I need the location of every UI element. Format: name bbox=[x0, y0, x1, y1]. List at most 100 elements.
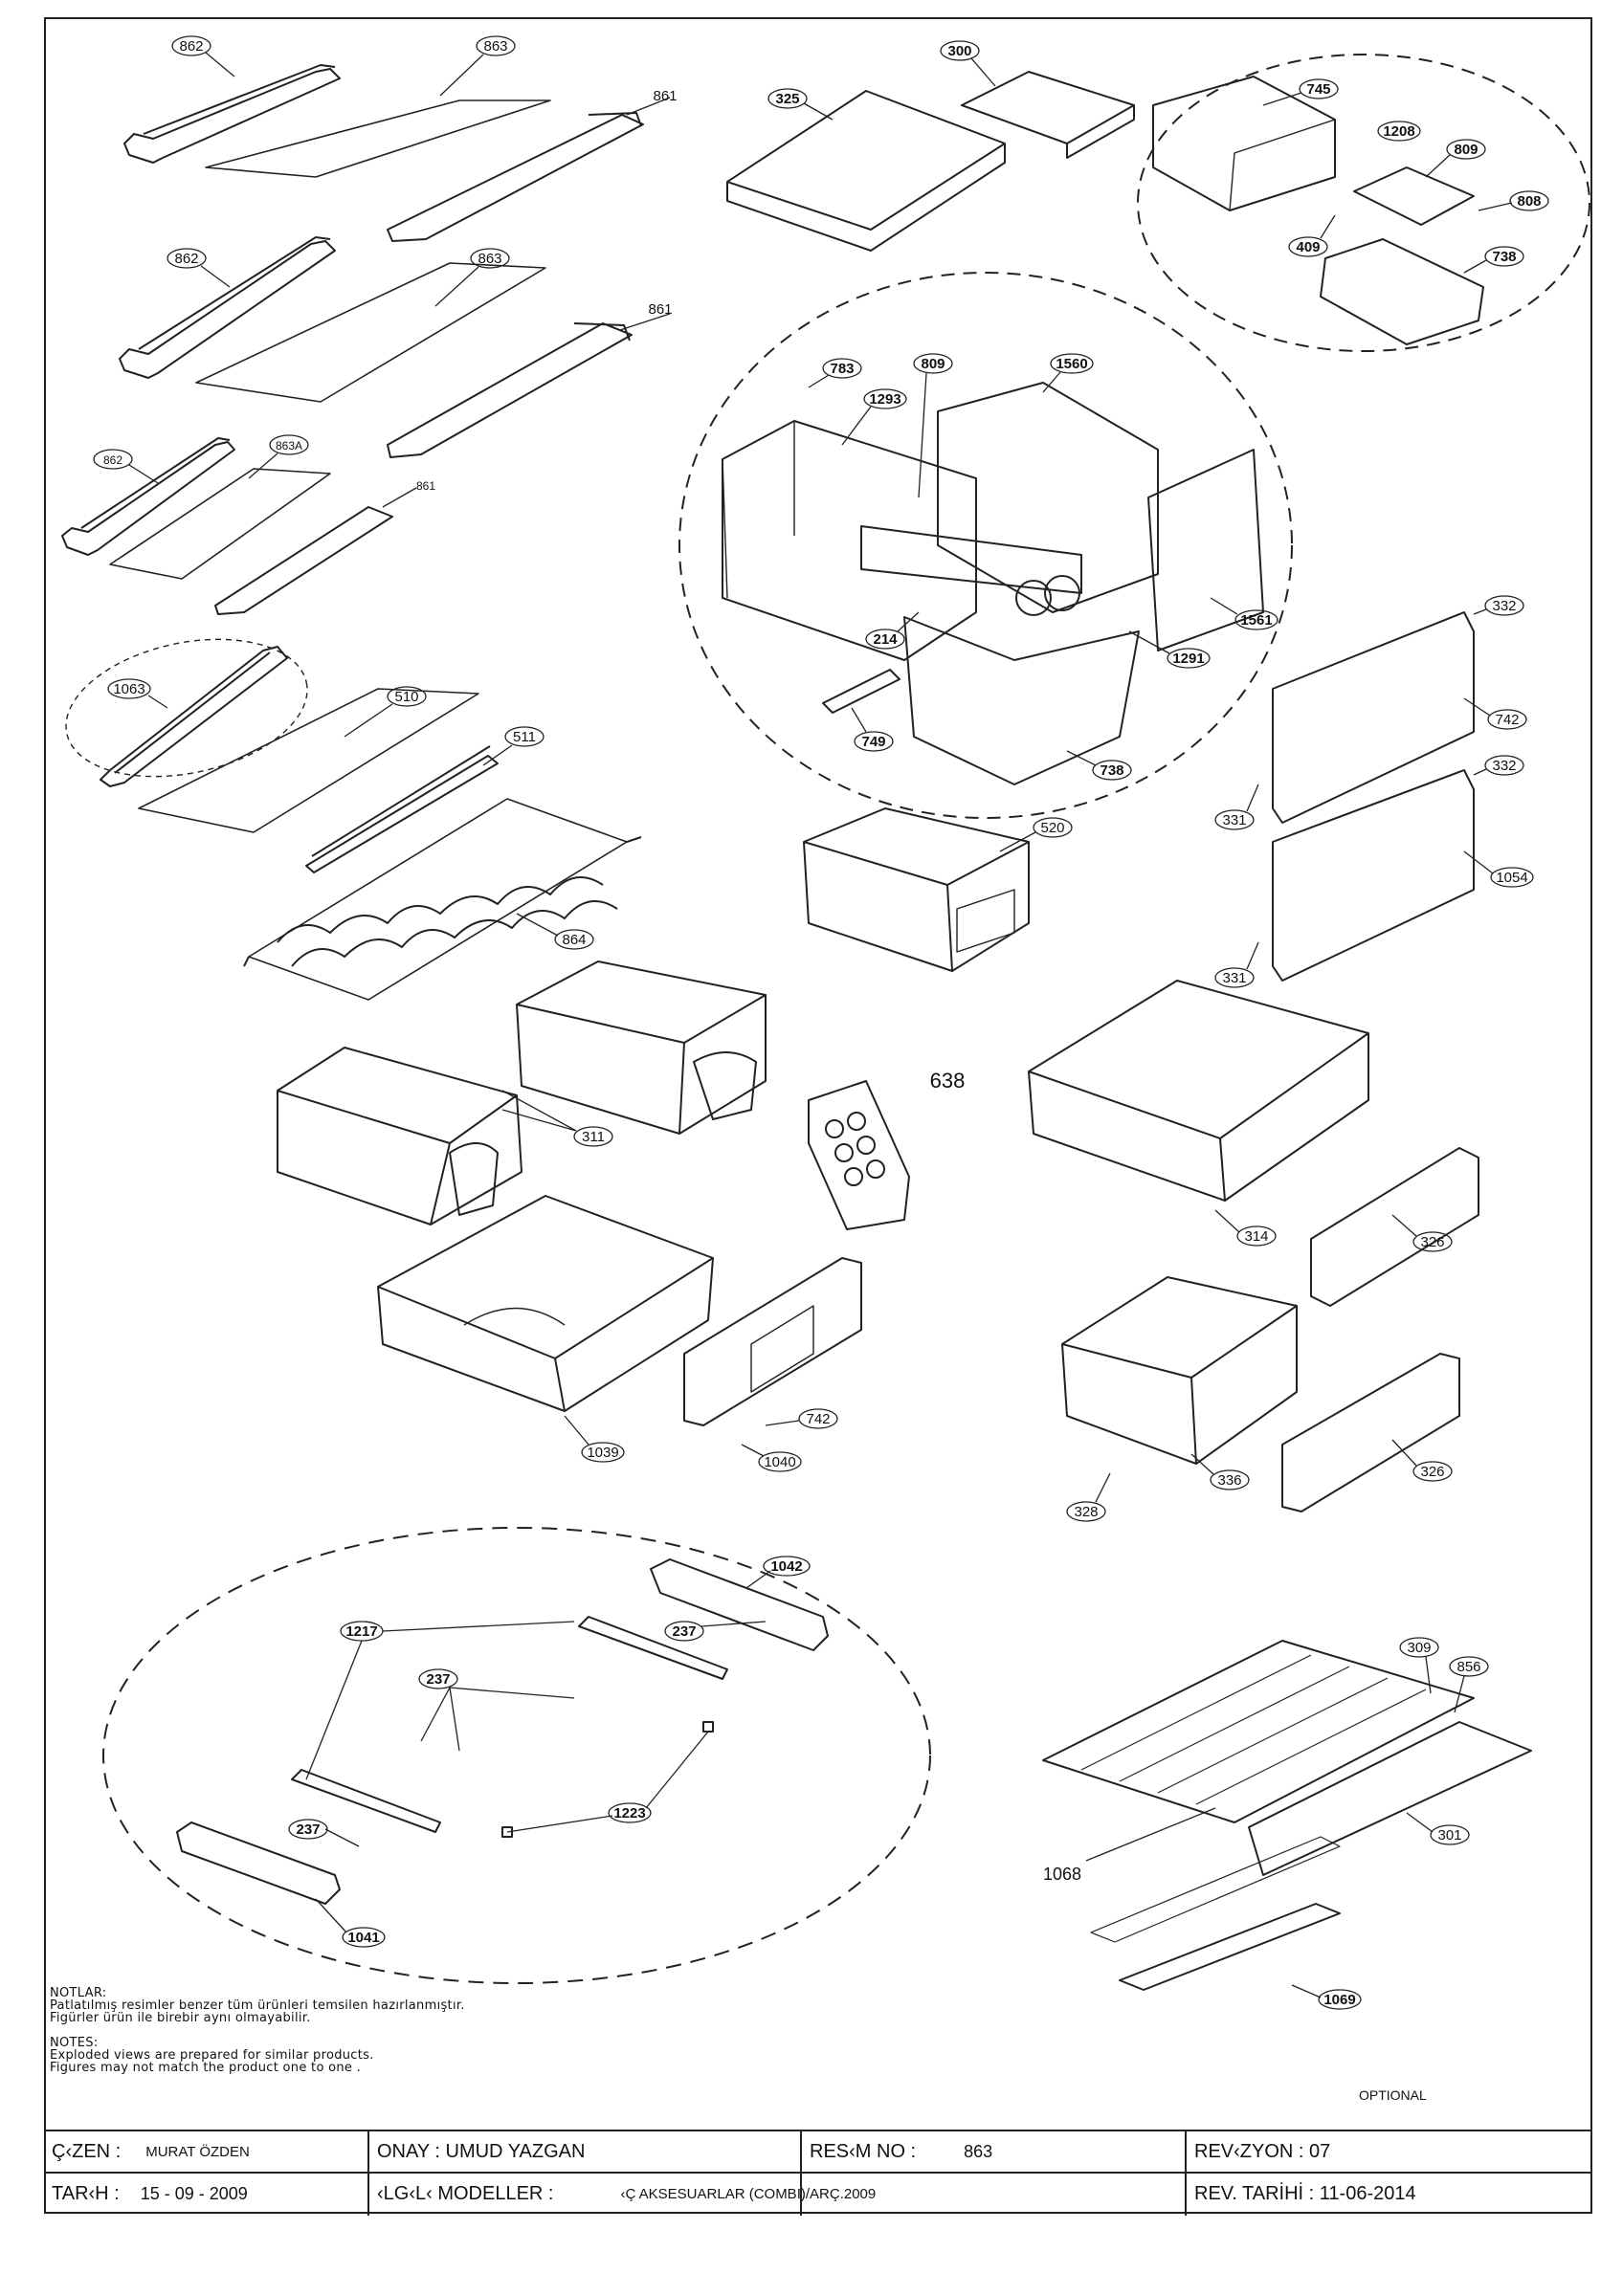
wine-rack bbox=[243, 798, 642, 1001]
part-label: 1063 bbox=[113, 681, 145, 697]
shelf-assembly-4 bbox=[65, 638, 499, 873]
part-label: 1041 bbox=[347, 1930, 379, 1946]
drawer-1039 bbox=[377, 1195, 862, 1426]
box-520 bbox=[803, 807, 1030, 972]
part-label: 237 bbox=[426, 1671, 450, 1688]
models-label: ‹LG‹L‹ MODELLER : bbox=[377, 2182, 554, 2204]
part-label: 409 bbox=[1296, 239, 1320, 255]
title-block: Ç‹ZEN : MURAT ÖZDEN ONAY : UMUD YAZGAN R… bbox=[44, 2130, 1592, 2216]
part-label: 328 bbox=[1074, 1504, 1098, 1520]
drawing-no-label: RES‹M NO : bbox=[810, 2140, 917, 2162]
notes-en-line-2: Figures may not match the product one to… bbox=[50, 2061, 362, 2075]
door-panels bbox=[1272, 611, 1475, 982]
notes-tr-line-2: Figürler ürün ile birebir aynı olmayabil… bbox=[50, 2011, 311, 2025]
part-label: 862 bbox=[179, 38, 203, 55]
part-label: 511 bbox=[513, 729, 536, 745]
part-label: 783 bbox=[830, 361, 854, 377]
part-label: 809 bbox=[1454, 142, 1478, 158]
part-label: 301 bbox=[1437, 1827, 1461, 1843]
optional-label: OPTIONAL bbox=[1359, 2087, 1427, 2103]
part-label: 1040 bbox=[764, 1454, 795, 1470]
part-label: 1042 bbox=[770, 1558, 802, 1575]
part-label: 1054 bbox=[1496, 870, 1527, 886]
part-label: 1039 bbox=[587, 1445, 618, 1461]
rev-date-cell: REV. TARİHİ : 11-06-2014 bbox=[1187, 2174, 1589, 2214]
part-number-texts: 862 863 861 862 863 861 862 863A 861 106… bbox=[103, 38, 1542, 2008]
notes-tr-heading: NOTLAR: bbox=[50, 1986, 107, 2000]
part-label: 214 bbox=[873, 631, 898, 648]
part-label: 1069 bbox=[1323, 1992, 1355, 2008]
part-label: 331 bbox=[1222, 812, 1246, 828]
part-label: 331 bbox=[1222, 970, 1246, 986]
models-cell: ‹LG‹L‹ MODELLER : ‹Ç AKSESUARLAR (COMBI)… bbox=[369, 2174, 1185, 2214]
drawer-328 bbox=[1061, 1276, 1460, 1512]
tray-325 bbox=[726, 71, 1135, 252]
part-label: 309 bbox=[1407, 1640, 1431, 1656]
part-label: 1291 bbox=[1172, 651, 1204, 667]
shelf-assembly-2 bbox=[119, 236, 633, 458]
part-label: 862 bbox=[103, 453, 122, 467]
drawing-frame bbox=[44, 17, 1592, 2214]
notes-en-heading: NOTES: bbox=[50, 2036, 99, 2050]
crisper-boxes bbox=[277, 960, 767, 1225]
drawn-by-value: MURAT ÖZDEN bbox=[145, 2143, 250, 2160]
part-label: 749 bbox=[861, 734, 885, 750]
date-value: 15 - 09 - 2009 bbox=[140, 2183, 248, 2203]
ice-maker-group bbox=[1137, 54, 1590, 352]
part-label: 808 bbox=[1517, 193, 1541, 210]
part-label: 861 bbox=[653, 88, 677, 104]
part-label: 738 bbox=[1492, 249, 1516, 265]
models-value: ‹Ç AKSESUARLAR (COMBI)/ARÇ.2009 bbox=[620, 2185, 877, 2202]
notes-en-line-1: Exploded views are prepared for similar … bbox=[50, 2048, 374, 2063]
approved-value: ONAY : UMUD YAZGAN bbox=[377, 2140, 586, 2162]
title-block-row-2: TAR‹H : 15 - 09 - 2009 ‹LG‹L‹ MODELLER :… bbox=[44, 2174, 1592, 2216]
part-label: 1560 bbox=[1056, 356, 1087, 372]
part-label: 738 bbox=[1100, 762, 1123, 779]
part-label: 1293 bbox=[869, 391, 900, 408]
shelf-assembly-3 bbox=[61, 437, 393, 615]
drawn-by-cell: Ç‹ZEN : MURAT ÖZDEN bbox=[44, 2131, 367, 2172]
part-label: 314 bbox=[1244, 1228, 1268, 1245]
part-label: 638 bbox=[930, 1069, 966, 1093]
rev-date-value: REV. TARİHİ : 11-06-2014 bbox=[1194, 2182, 1416, 2204]
part-number-labels bbox=[93, 35, 1549, 2010]
part-label: 332 bbox=[1492, 758, 1516, 774]
drawing-no-value: 863 bbox=[964, 2141, 993, 2161]
part-label: 326 bbox=[1420, 1234, 1444, 1250]
part-label: 300 bbox=[947, 43, 971, 59]
date-cell: TAR‹H : 15 - 09 - 2009 bbox=[44, 2174, 367, 2214]
part-label: 332 bbox=[1492, 598, 1516, 614]
egg-tray-638 bbox=[808, 1080, 910, 1230]
part-label: 862 bbox=[174, 251, 198, 267]
drawing-no-cell: RES‹M NO : 863 bbox=[802, 2131, 1185, 2172]
part-label: 809 bbox=[921, 356, 945, 372]
part-label: 326 bbox=[1420, 1464, 1444, 1480]
notes-tr-line-1: Patlatılmış resimler benzer tüm ürünleri… bbox=[50, 1998, 465, 2013]
part-label: 742 bbox=[806, 1411, 830, 1427]
part-label: 1223 bbox=[613, 1805, 645, 1821]
part-label: 336 bbox=[1217, 1472, 1241, 1489]
shelf-assembly-1 bbox=[123, 64, 644, 242]
part-label: 325 bbox=[775, 91, 799, 107]
drawer-314 bbox=[1028, 980, 1479, 1307]
approved-cell: ONAY : UMUD YAZGAN bbox=[369, 2131, 800, 2172]
part-label: 311 bbox=[582, 1129, 605, 1145]
part-label: 864 bbox=[562, 932, 586, 948]
part-label: 863 bbox=[478, 251, 501, 267]
part-label: 237 bbox=[296, 1821, 320, 1838]
part-label: 856 bbox=[1456, 1659, 1480, 1675]
part-label: 742 bbox=[1495, 712, 1519, 728]
part-label: 1068 bbox=[1043, 1865, 1081, 1884]
part-label: 863 bbox=[483, 38, 507, 55]
part-label: 1217 bbox=[345, 1623, 377, 1640]
part-label: 861 bbox=[648, 301, 672, 318]
revision-cell: REV‹ZYON : 07 bbox=[1187, 2131, 1589, 2172]
part-label: 237 bbox=[672, 1623, 696, 1640]
part-label: 745 bbox=[1306, 81, 1330, 98]
part-label: 520 bbox=[1040, 820, 1064, 836]
title-block-row-1: Ç‹ZEN : MURAT ÖZDEN ONAY : UMUD YAZGAN R… bbox=[44, 2131, 1592, 2174]
dispenser-module-group bbox=[678, 272, 1293, 819]
notes-block: NOTLAR: Patlatılmış resimler benzer tüm … bbox=[50, 1987, 465, 2074]
wire-shelves bbox=[1042, 1640, 1532, 1991]
